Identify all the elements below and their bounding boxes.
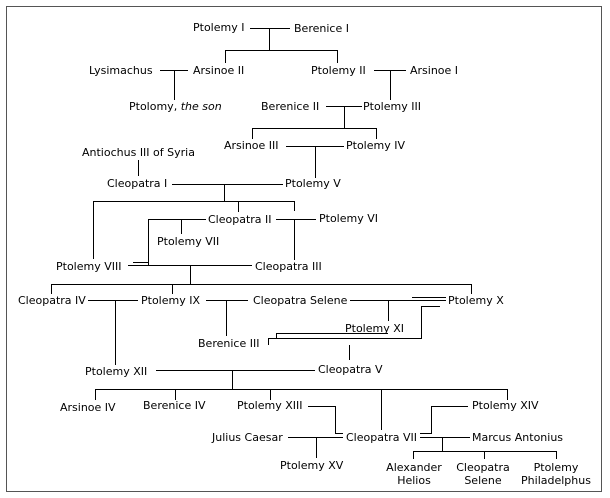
person-berenice-iv: Berenice IV <box>143 399 206 412</box>
name-line: Ptolemy <box>533 461 579 474</box>
person-julius-caesar: Julius Caesar <box>212 431 283 444</box>
person-ptolemy-ix: Ptolemy IX <box>141 294 201 307</box>
person-ptolemy-xi: Ptolemy XI <box>345 322 405 335</box>
person-ptolemy-vi: Ptolemy VI <box>319 212 378 225</box>
person-ptolemy-iv: Ptolemy IV <box>346 139 405 152</box>
person-cleopatra-v: Cleopatra V <box>318 363 383 376</box>
name-line: Helios <box>397 474 431 487</box>
person-ptolemy-iii: Ptolemy III <box>363 100 421 113</box>
person-cleopatra-iv: Cleopatra IV <box>18 294 86 307</box>
person-arsinoe-i: Arsinoe I <box>410 64 459 77</box>
person-arsinoe-iv: Arsinoe IV <box>60 401 116 414</box>
name-text: Ptolomy, <box>129 100 178 113</box>
person-cleopatra-iii: Cleopatra III <box>255 260 322 273</box>
person-ptolemy-the-son: Ptolomy, the son <box>129 100 222 113</box>
person-cleopatra-selene: Cleopatra Selene <box>253 294 348 307</box>
name-line: Selene <box>464 474 502 487</box>
person-antiochus-iii: Antiochus III of Syria <box>82 146 195 159</box>
person-cleopatra-ii: Cleopatra II <box>208 213 272 226</box>
person-ptolemy-xiii: Ptolemy XIII <box>237 399 303 412</box>
person-cleopatra-i: Cleopatra I <box>107 177 168 190</box>
person-ptolemy-vii: Ptolemy VII <box>157 235 220 248</box>
person-ptolemy-xv: Ptolemy XV <box>280 459 344 472</box>
name-line: Cleopatra <box>456 461 510 474</box>
name-line: Philadelphus <box>521 474 591 487</box>
person-ptolemy-viii: Ptolemy VIII <box>56 260 122 273</box>
person-ptolemy-ii: Ptolemy II <box>311 64 366 77</box>
person-marcus-antonius: Marcus Antonius <box>472 431 564 444</box>
person-arsinoe-iii: Arsinoe III <box>224 139 279 152</box>
person-cleopatra-vii: Cleopatra VII <box>346 431 418 444</box>
family-tree-frame <box>6 6 602 492</box>
person-lysimachus: Lysimachus <box>89 64 153 77</box>
person-ptolemy-xiv: Ptolemy XIV <box>472 399 539 412</box>
person-berenice-i: Berenice I <box>294 22 349 35</box>
person-ptolemy-i: Ptolemy I <box>193 21 245 34</box>
person-ptolemy-xii: Ptolemy XII <box>85 365 148 378</box>
person-arsinoe-ii: Arsinoe II <box>193 64 245 77</box>
person-ptolemy-x: Ptolemy X <box>448 294 504 307</box>
person-berenice-iii: Berenice III <box>198 337 260 350</box>
person-ptolemy-v: Ptolemy V <box>285 177 341 190</box>
person-berenice-ii: Berenice II <box>261 100 320 113</box>
descriptor-text: the son <box>180 100 222 113</box>
name-line: Alexander <box>386 461 442 474</box>
